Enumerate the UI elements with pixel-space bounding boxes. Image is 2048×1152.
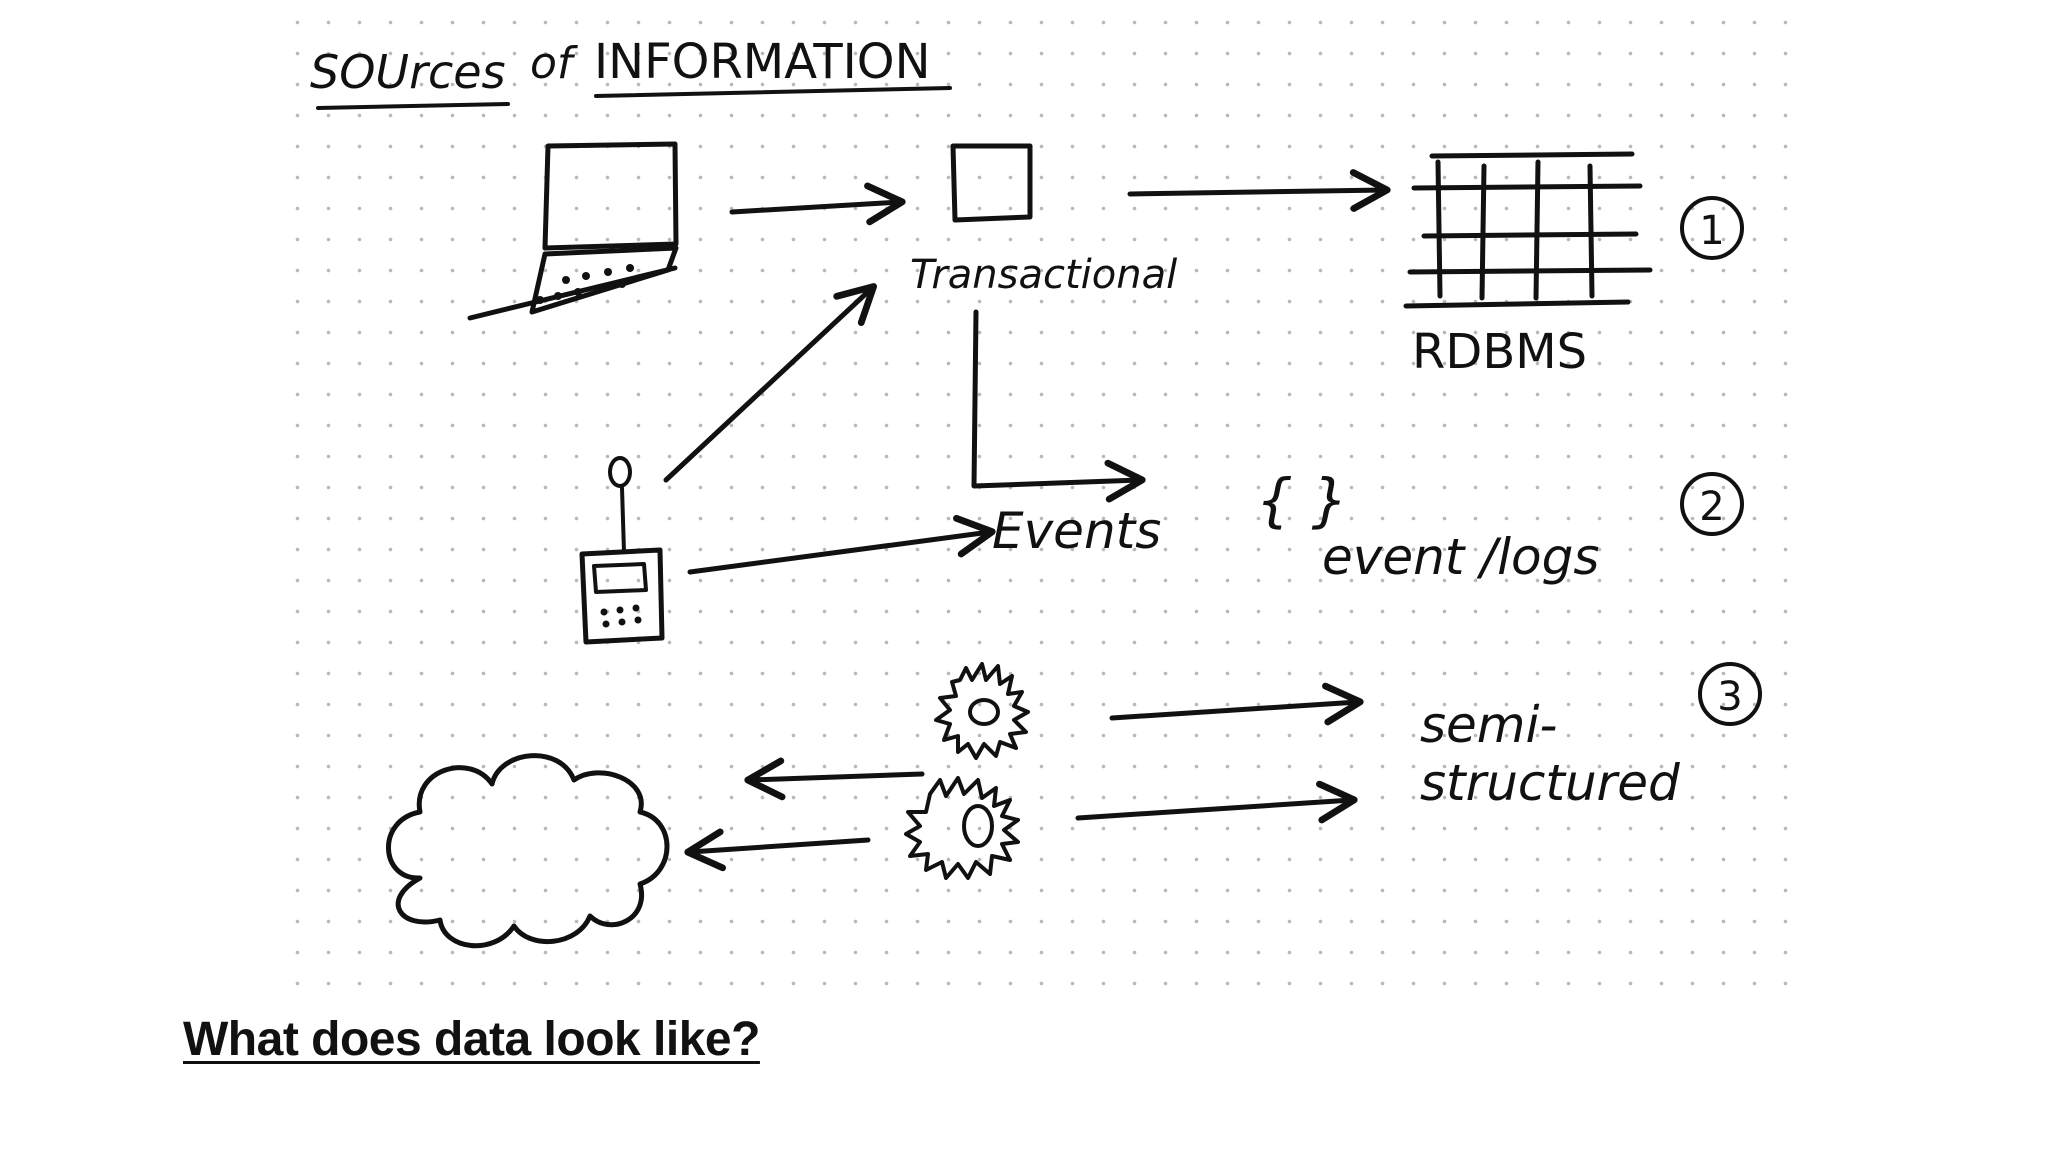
structured-label: structured: [1420, 754, 1680, 812]
gear-icon: [936, 664, 1028, 758]
gear-icon: [906, 778, 1018, 878]
arrow-device-to-transactional: [666, 288, 872, 480]
sensor-device-icon: [582, 458, 662, 642]
caption-heading: What does data look like?: [183, 1012, 760, 1067]
braces-label: { }: [1256, 466, 1348, 534]
arrow-gear-to-semi-structured: [1112, 702, 1358, 718]
laptop-icon: [470, 144, 676, 318]
marker-2-label: 2: [1699, 484, 1724, 530]
arrow-gear-to-cloud: [690, 840, 868, 852]
title-of: of: [530, 38, 579, 89]
title-underline-1: [318, 104, 508, 108]
rdbms-label: RDBMS: [1412, 324, 1587, 380]
title-sources: SOUrces: [310, 45, 506, 99]
rdbms-table-icon: [1406, 154, 1650, 306]
transactional-box-icon: [953, 146, 1030, 220]
arrow-transactional-to-rdbms: [1130, 190, 1385, 194]
marker-1-label: 1: [1699, 208, 1724, 254]
arrow-transactional-to-events: [974, 312, 1140, 486]
cloud-icon: [388, 756, 667, 946]
arrow-laptop-to-transactional: [732, 202, 900, 212]
semi-label: semi-: [1420, 696, 1557, 754]
events-label: Events: [992, 502, 1161, 560]
arrow-device-to-events: [690, 532, 990, 572]
title-information: INFORMATION: [594, 34, 931, 90]
diagram-title: SOUrces of INFORMATION: [310, 34, 950, 108]
arrow-gear-to-semi-structured: [1078, 800, 1352, 818]
transactional-label: Transactional: [910, 252, 1177, 298]
marker-3-label: 3: [1717, 674, 1742, 720]
event-logs-label: event /logs: [1322, 528, 1599, 586]
arrow-gear-to-cloud: [750, 774, 922, 780]
